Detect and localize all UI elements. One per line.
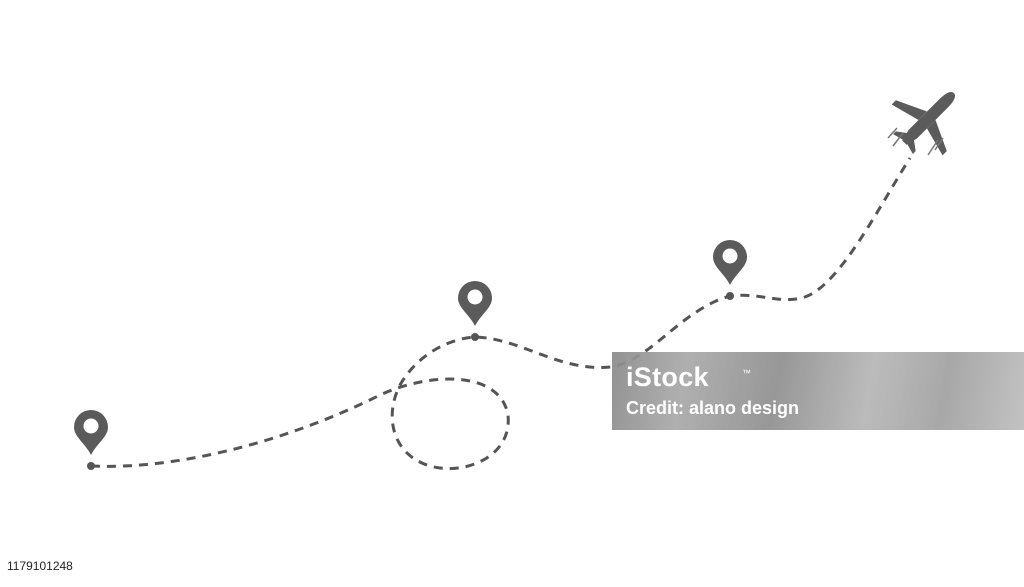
airplane-icon [891, 91, 956, 156]
dashed-route-line [90, 157, 912, 471]
speed-lines [887, 127, 944, 156]
map-pin-icon [74, 410, 108, 470]
map-pin-icon [458, 281, 492, 341]
watermark-trademark: ™ [742, 368, 751, 378]
watermark-credit: Credit: alano design [626, 398, 800, 418]
watermark-banner: iStock ™ Credit: alano design [612, 352, 1024, 430]
map-pin-icon [713, 240, 747, 300]
watermark-brand: iStock [626, 362, 709, 392]
stock-id-label: 1179101248 [3, 557, 77, 575]
